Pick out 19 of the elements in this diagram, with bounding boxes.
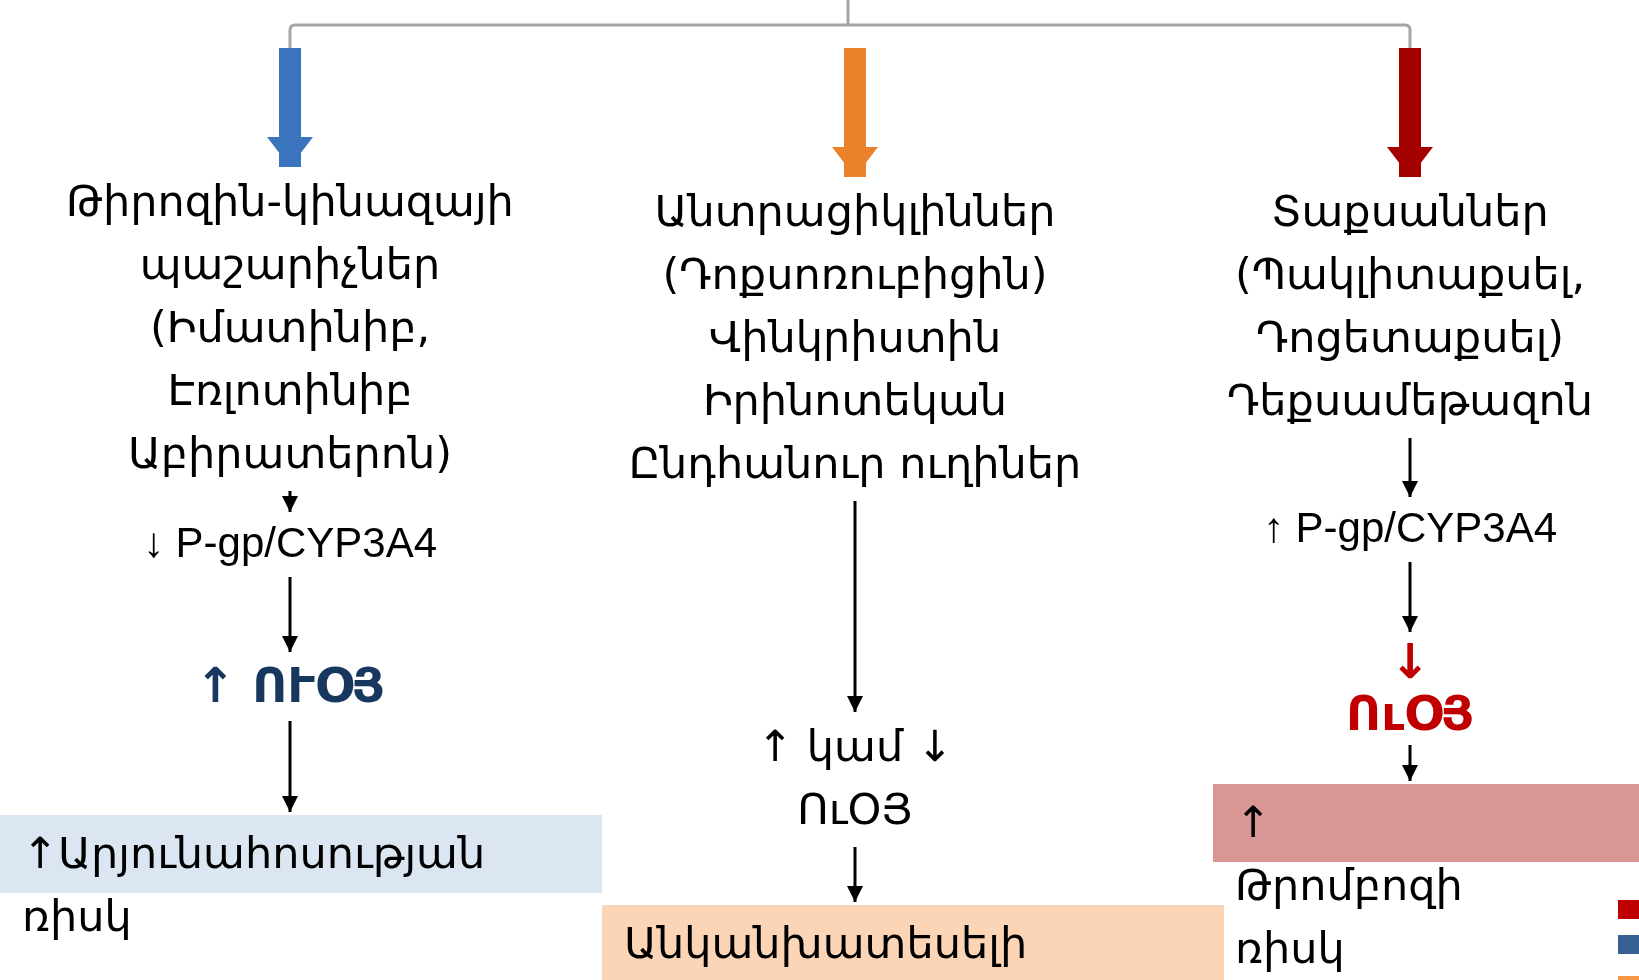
arrow <box>847 847 863 902</box>
block-arrow <box>1387 48 1433 177</box>
effect-label: ↓ ՈւՕՅ <box>1335 635 1485 739</box>
arrow <box>1402 745 1418 781</box>
arrow <box>847 501 863 712</box>
drug-group-label: Թիրոզին-կինազայի պաշարիչներ (Իմատինիբ, Էռլոտինիբ Աբիրատերոն) <box>40 170 540 485</box>
arrow <box>1402 438 1418 497</box>
block-arrow <box>267 48 313 167</box>
mechanism-label: ↑ P-gp/CYP3A4 <box>1220 500 1600 556</box>
arrow <box>282 577 298 652</box>
arrow <box>282 491 298 512</box>
effect-label: ↑ ՈՒՕՅ <box>90 655 490 715</box>
mechanism-label: ↓ P-gp/CYP3A4 <box>90 515 490 571</box>
arrow <box>1402 562 1418 632</box>
effect-label: ↑ կամ ↓ ՈւՕՅ <box>725 715 985 841</box>
drug-group-label: Տաքսաններ (Պակլիտաքսել, Դոցետաքսել) Դեքսամեթազոն <box>1200 180 1620 432</box>
block-arrow <box>832 48 878 177</box>
drug-group-label: Անտրացիկլիններ (Դոքսոռուբիցին) Վինկրիստին Իրինոտեկան Ընդհանուր ուղիներ <box>620 180 1090 495</box>
arrow <box>282 721 298 812</box>
